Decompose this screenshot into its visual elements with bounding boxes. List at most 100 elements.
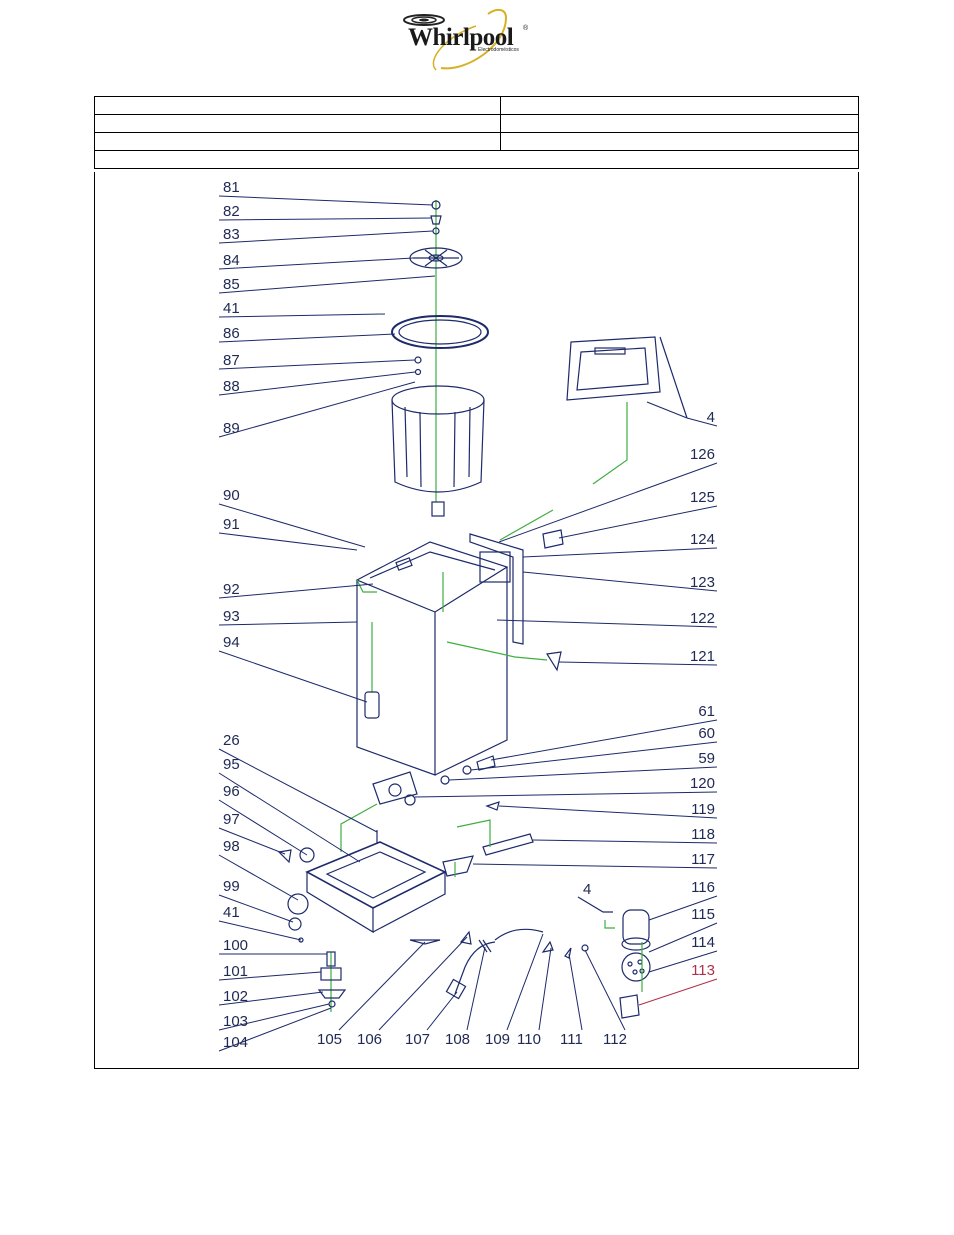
callout-label-105: 105: [317, 1031, 342, 1048]
callout-label-125: 125: [690, 489, 715, 506]
callout-label-61: 61: [698, 703, 715, 720]
leader-line-91: [218, 532, 358, 551]
callout-label-98: 98: [223, 838, 240, 855]
part-97: [277, 849, 292, 864]
part-121: [546, 651, 562, 672]
leader-line-103: [218, 1003, 330, 1031]
leader-line-111: [568, 953, 583, 1031]
leader-line-109: [506, 933, 544, 1031]
leader-line-105: [338, 941, 426, 1031]
leader-line-121: [558, 661, 718, 666]
part-94: [364, 691, 380, 719]
callout-label-120: 120: [690, 775, 715, 792]
table-row: [94, 96, 859, 115]
leader-line-89: [218, 381, 416, 438]
leader-line-87: [218, 359, 416, 370]
leader-line-60: [470, 741, 718, 771]
callout-label-87: 87: [223, 352, 240, 369]
leader-line-82: [218, 217, 433, 221]
leader-line-122: [496, 619, 718, 628]
leader-line-95: [218, 772, 361, 863]
leader-line-116: [648, 895, 718, 921]
leader-line-92: [218, 583, 374, 599]
callout-label-95: 95: [223, 756, 240, 773]
part-100: [326, 951, 336, 967]
leader-line-86: [218, 333, 396, 343]
callout-label-108: 108: [445, 1031, 470, 1048]
callout-label-82: 82: [223, 203, 240, 220]
part-114-filter: [621, 952, 651, 982]
callout-label-103: 103: [223, 1013, 248, 1030]
leader-line-26: [218, 748, 378, 833]
callout-label-115: 115: [691, 906, 715, 923]
callout-label-91: 91: [223, 516, 240, 533]
leader-line-41: [218, 313, 386, 318]
callout-label-109: 109: [485, 1031, 510, 1048]
part-116-pump: [621, 909, 651, 951]
part-106: [459, 930, 472, 945]
callout-label-60: 60: [698, 725, 715, 742]
part-118-hose: [482, 833, 534, 856]
leader-line-4: [686, 417, 718, 427]
callout-label-99: 99: [223, 878, 240, 895]
part-89-basket: [391, 385, 485, 517]
leader-line-126: [498, 462, 718, 543]
leader-line-99: [218, 894, 294, 923]
callout-label-41: 41: [223, 300, 240, 317]
table-cell: [94, 132, 501, 151]
callout-label-59: 59: [698, 750, 715, 767]
leader-line-59: [448, 766, 718, 781]
part-61: [476, 755, 496, 771]
leader-line-107: [426, 991, 458, 1031]
callout-label-119: 119: [691, 801, 715, 818]
callout-label-93: 93: [223, 608, 240, 625]
part-4-control-panel: [566, 336, 688, 419]
leader-line-83: [218, 230, 434, 244]
table-row: [94, 114, 859, 133]
leader-line-102: [218, 991, 324, 1006]
leader-line-112: [584, 949, 626, 1031]
part-96: [299, 847, 315, 863]
leader-line-119: [498, 805, 718, 819]
part-113: [619, 994, 640, 1019]
leader-line-125: [558, 505, 718, 539]
callout-label-118: 118: [691, 826, 715, 843]
callout-label-122: 122: [690, 610, 715, 627]
callout-label-107: 107: [405, 1031, 430, 1048]
part-60: [462, 765, 472, 775]
swirl-icon: [403, 8, 508, 71]
part-93-cabinet: [355, 541, 509, 776]
callout-label-83: 83: [223, 226, 240, 243]
info-table: [94, 96, 859, 169]
callout-label-96: 96: [223, 783, 240, 800]
part-111: [564, 947, 572, 959]
callout-label-4: 4: [583, 881, 591, 898]
callout-label-4: 4: [707, 409, 715, 426]
leader-line-110: [538, 947, 552, 1031]
table-cell: [500, 114, 859, 133]
callout-label-26: 26: [223, 732, 240, 749]
callout-label-126: 126: [690, 446, 715, 463]
part-82: [430, 215, 442, 225]
leader-line-118: [532, 839, 718, 844]
callout-label-90: 90: [223, 487, 240, 504]
brand-subtitle: Electrodomésticos: [478, 47, 519, 53]
table-cell: [94, 96, 501, 115]
leader-line-104: [218, 1007, 332, 1052]
part-87: [414, 356, 422, 364]
callout-label-97: 97: [223, 811, 240, 828]
leader-line-124: [522, 547, 718, 558]
table-cell: [94, 150, 859, 169]
callout-label-81: 81: [223, 179, 240, 196]
part-125: [542, 529, 564, 549]
part-108: [478, 939, 492, 953]
part-86-balance-ring: [391, 315, 489, 349]
part-101: [320, 967, 342, 981]
part-59: [440, 775, 450, 785]
part-103: [328, 1000, 336, 1008]
leader-line-106: [378, 936, 468, 1031]
leader-line-115: [648, 922, 718, 953]
leader-line-113: [638, 978, 718, 1006]
callout-label-84: 84: [223, 252, 240, 269]
